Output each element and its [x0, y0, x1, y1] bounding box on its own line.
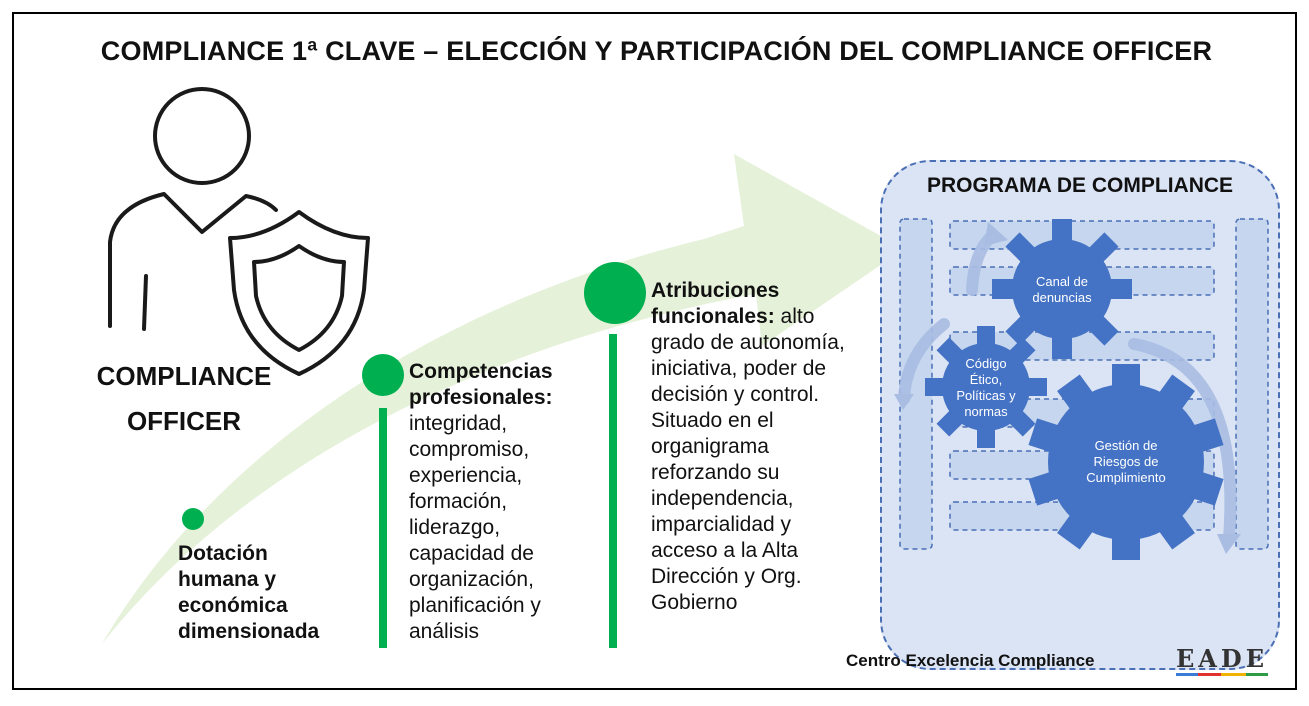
background-graphics — [102, 87, 904, 644]
step2-dot — [362, 354, 404, 396]
gear-riesgos-icon — [1028, 364, 1224, 560]
program-graphics — [894, 218, 1269, 560]
footer-text: Centro Excelencia Compliance — [846, 651, 1095, 670]
step2-bold: Competencias profesionales: — [409, 360, 553, 409]
step3-dot — [584, 262, 646, 324]
officer-label-line2: OFFICER — [126, 406, 242, 436]
step3-desc: alto grado de autonomía, iniciativa, pod… — [651, 305, 845, 614]
step2-bar — [379, 408, 387, 648]
gear-canal-label: Canal de denuncias — [1032, 274, 1092, 305]
step1-bold: Dotación humana y económica dimensionada — [178, 542, 320, 643]
gear-canal-icon — [992, 219, 1132, 359]
step2-text: Competencias profesionales: integridad, … — [409, 359, 599, 645]
slide-frame: COMPLIANCE 1ª CLAVE – ELECCIÓN Y PARTICI… — [12, 12, 1297, 690]
step3-bar — [609, 334, 617, 648]
officer-label: COMPLIANCE OFFICER — [84, 354, 284, 444]
person-shield-icon — [108, 87, 370, 376]
slide-title: COMPLIANCE 1ª CLAVE – ELECCIÓN Y PARTICI… — [100, 36, 1213, 66]
eade-logo: EADE — [1176, 644, 1269, 676]
step3-text: Atribuciones funcionales: alto grado de … — [651, 278, 851, 616]
step3-bold: Atribuciones funcionales: — [651, 279, 780, 328]
program-title: PROGRAMA DE COMPLIANCE — [926, 174, 1234, 197]
step1-text: Dotación humana y económica dimensionada — [178, 541, 353, 645]
gear-codigo-icon — [925, 326, 1047, 448]
gear-riesgos-label: Gestión de Riesgos de Cumplimiento — [1086, 438, 1166, 485]
gear-codigo-label: Código Ético, Políticas y normas — [956, 356, 1016, 419]
step1-dot — [182, 508, 204, 530]
cycle-arrowheads — [894, 222, 1241, 554]
progress-arrow — [102, 154, 904, 644]
step2-desc: integridad, compromiso, experiencia, for… — [409, 412, 541, 643]
officer-label-line1: COMPLIANCE — [96, 361, 272, 391]
